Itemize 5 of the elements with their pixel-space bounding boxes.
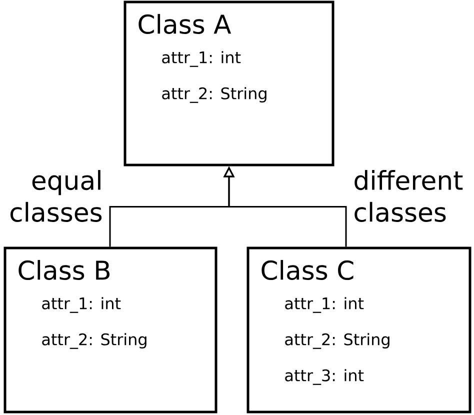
class-box: Class B attr_1: int attr_2: String [4,246,218,414]
class-box: Class A attr_1: int attr_2: String [124,0,334,166]
class-box: Class C attr_1: int attr_2: String attr_3: int [246,246,472,414]
label-text: equal classes [10,170,102,222]
label-text: different classes [354,170,463,222]
